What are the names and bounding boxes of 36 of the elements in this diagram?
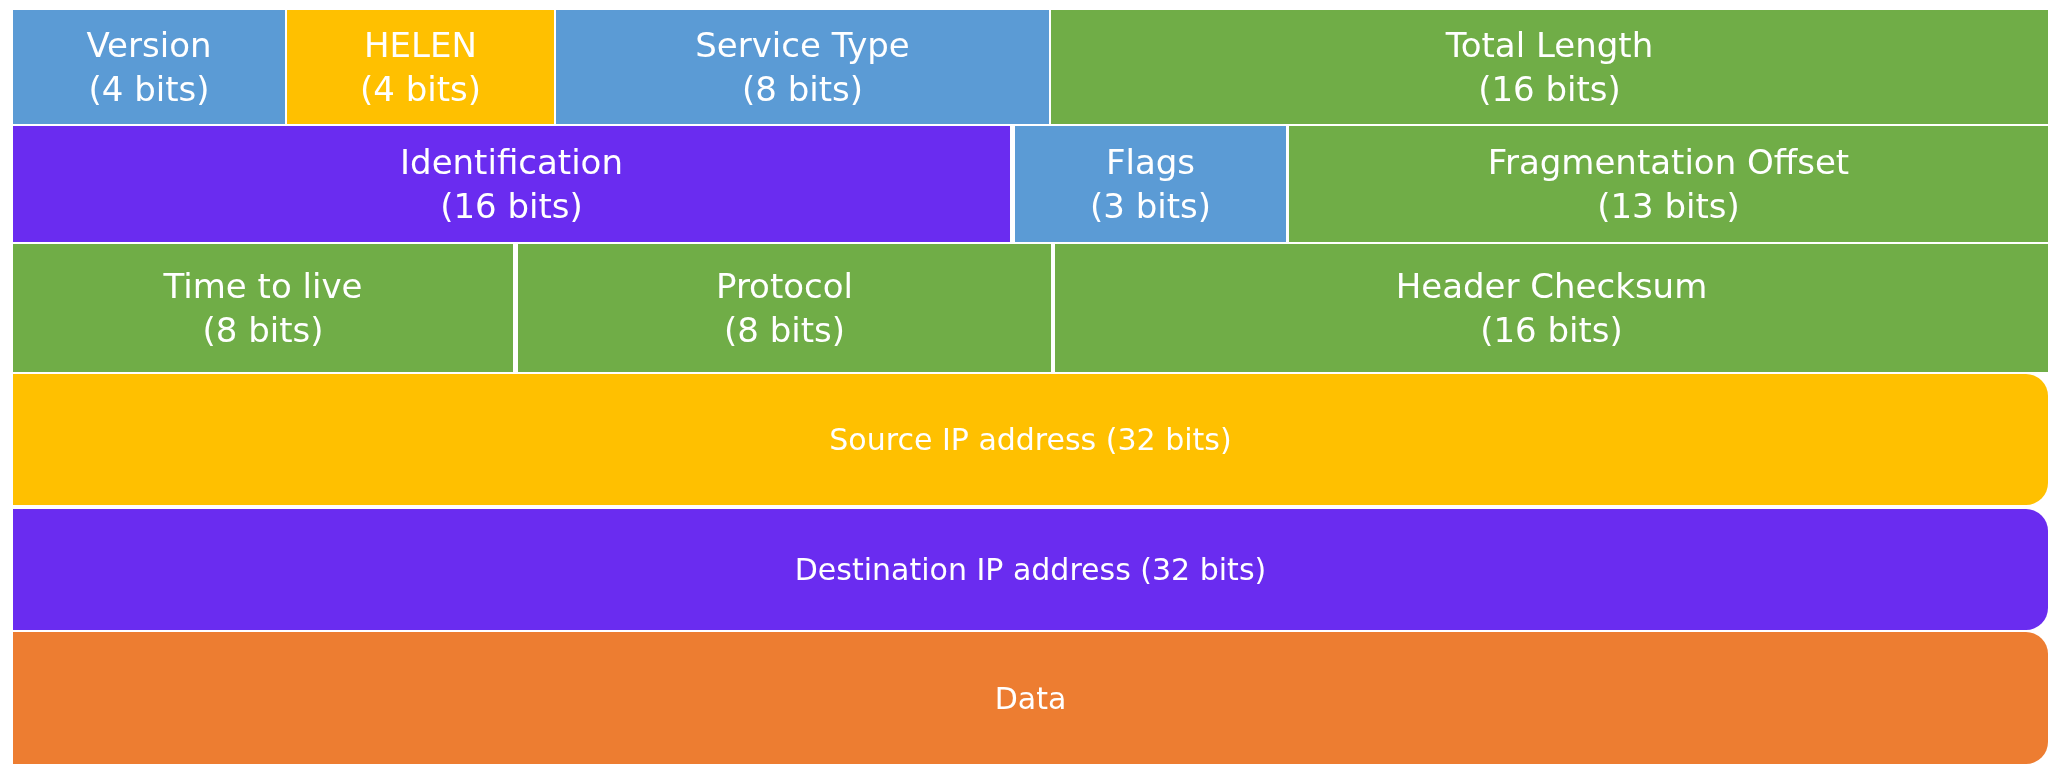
field-name: Protocol [716,264,853,308]
field-cell [1289,126,2048,242]
field-name: Time to live [163,264,363,308]
field-name: Version [86,23,212,67]
bit-size: (3 bits) [1089,185,1211,228]
field-cell [13,244,513,372]
data-band [13,632,2048,764]
bit-size: (16 bits) [1478,68,1621,111]
field-cell [1055,244,2048,372]
field-name: Source IP address (32 bits) [829,421,1232,459]
bit-size: (4 bits) [359,68,481,111]
bit-size: (8 bits) [723,309,845,352]
field-name: Service Type [695,23,910,67]
field-band [13,374,2048,505]
field-cell [13,126,1010,242]
bit-size: (16 bits) [440,185,583,228]
bit-size: (8 bits) [202,309,324,352]
field-cell [518,244,1051,372]
field-name: Data [994,679,1067,718]
field-cell [287,10,554,124]
bit-size: (4 bits) [88,68,210,111]
bit-size: (13 bits) [1597,185,1740,228]
field-cell [13,10,285,124]
field-cell [1015,126,1286,242]
field-name: Identification [400,140,623,184]
field-name: Flags [1105,140,1196,184]
field-name: Header Checksum [1395,264,1708,308]
bit-size: (8 bits) [741,68,863,111]
field-band [13,509,2048,630]
field-name: Total Length [1445,23,1654,67]
field-name: HELEN [364,23,477,67]
bit-size: (16 bits) [1480,309,1623,352]
field-name: Destination IP address (32 bits) [794,551,1267,589]
field-name: Fragmentation Offset [1487,140,1850,184]
field-cell [556,10,1049,124]
field-cell [1051,10,2048,124]
